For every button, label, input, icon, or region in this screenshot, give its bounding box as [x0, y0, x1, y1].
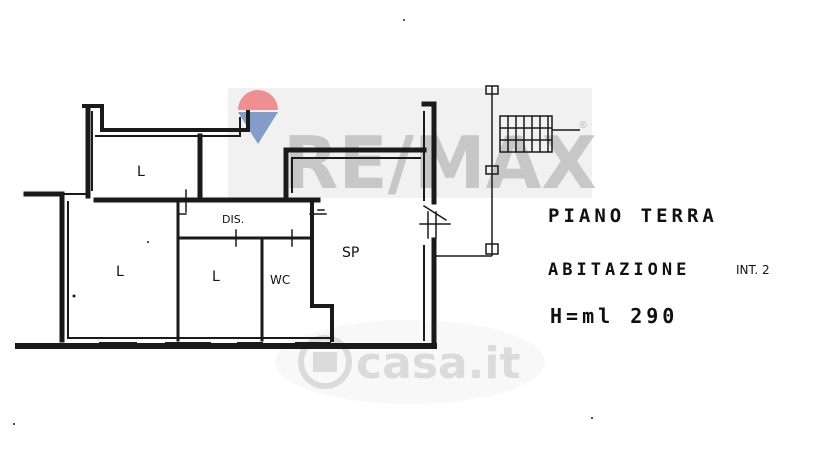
floor-annotation: PIANO TERRA	[548, 205, 718, 227]
casa-watermark: casa.it	[275, 320, 545, 404]
wall-left-outer	[23, 191, 65, 343]
wall-wc-right	[310, 202, 334, 342]
room-label-center: L	[212, 269, 220, 285]
window-right	[419, 204, 451, 239]
wall-top-left-room	[82, 104, 250, 132]
casa-watermark-bg	[275, 320, 545, 404]
unit-number-annotation: INT. 2	[736, 263, 770, 277]
room-label-left: L	[116, 264, 124, 280]
specks	[13, 19, 593, 425]
room-label-sp: SP	[342, 245, 359, 261]
door-marks	[177, 189, 327, 247]
remax-watermark-text: RE/MAX	[283, 121, 597, 205]
wall-sp-top-inner	[291, 157, 421, 193]
room-label-dis: DIS.	[222, 213, 244, 226]
wall-right-outer	[421, 101, 437, 349]
remax-watermark: RE/MAX ®	[228, 88, 597, 205]
height-annotation: H=ml 290	[550, 304, 678, 328]
staircase-icon	[499, 115, 580, 153]
stair-area	[436, 85, 580, 257]
wall-top-left-room-inner	[91, 111, 241, 191]
wall-sp-top	[283, 147, 427, 199]
walls	[15, 101, 451, 349]
unit-annotation: ABITAZIONE	[548, 260, 690, 280]
room-label-wc: WC	[270, 273, 290, 287]
remax-registered-mark: ®	[578, 120, 588, 131]
room-label-top-left: L	[137, 164, 145, 180]
